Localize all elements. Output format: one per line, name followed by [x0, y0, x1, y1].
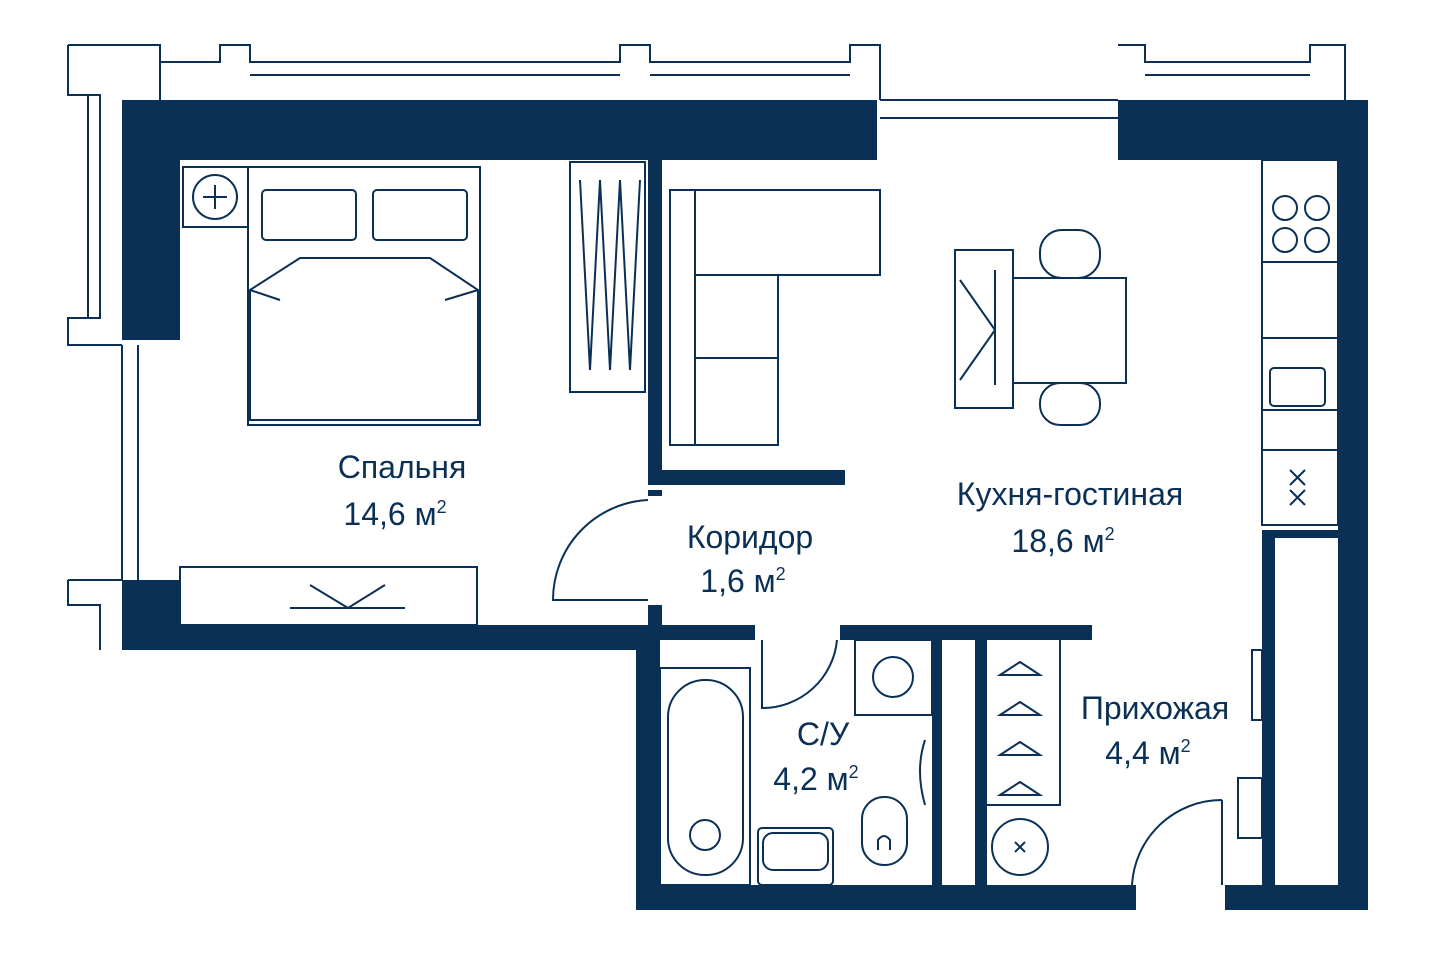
- room-name-hallway: Прихожая: [1081, 690, 1229, 726]
- room-name-corridor: Коридор: [687, 519, 813, 555]
- bathroom-fixtures: [659, 639, 933, 886]
- doors: [551, 499, 1223, 886]
- windows: [67, 44, 1346, 650]
- room-labels: Спальня 14,6 м2 Коридор 1,6 м2 Кухня-гос…: [338, 449, 1229, 797]
- living-furniture: [669, 189, 1127, 446]
- bedroom-furniture: [179, 161, 646, 626]
- room-name-bathroom: С/У: [797, 716, 850, 752]
- kitchen: [1261, 159, 1339, 526]
- room-area-corridor: 1,6 м2: [700, 563, 785, 599]
- room-name-bedroom: Спальня: [338, 449, 467, 485]
- walls: [122, 100, 1368, 910]
- room-area-kitchen-living: 18,6 м2: [1011, 523, 1114, 559]
- hallway-fixtures: [987, 640, 1263, 876]
- room-area-bathroom: 4,2 м2: [773, 761, 858, 797]
- room-area-bedroom: 14,6 м2: [343, 496, 446, 532]
- room-name-kitchen-living: Кухня-гостиная: [957, 476, 1183, 512]
- room-area-hallway: 4,4 м2: [1105, 735, 1190, 771]
